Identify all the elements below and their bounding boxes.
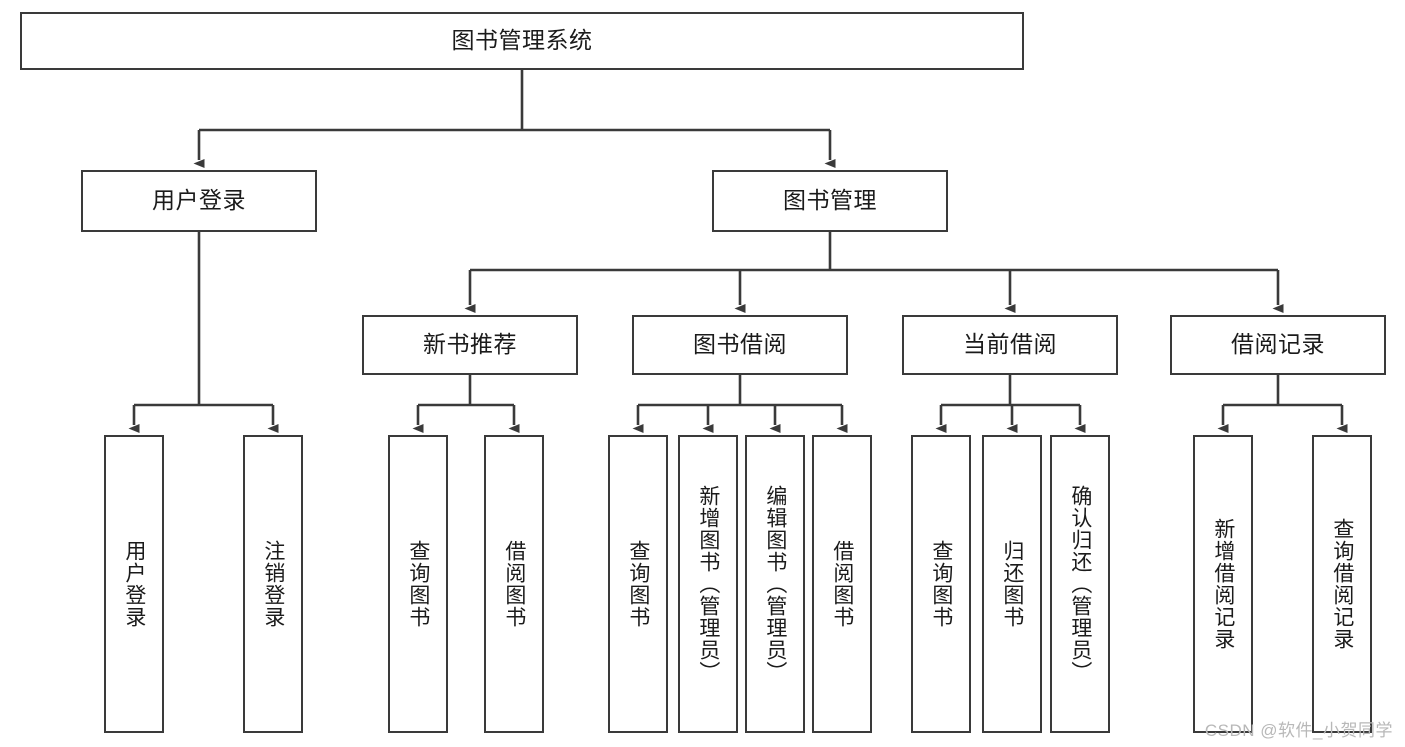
- node-leaf-return-books[interactable]: 归还图书: [982, 435, 1042, 733]
- node-label: 图书管理: [783, 187, 877, 214]
- node-label: 注销登录: [261, 540, 285, 628]
- node-label: 确认归还（管理员）: [1068, 485, 1092, 683]
- node-book-management[interactable]: 图书管理: [712, 170, 948, 232]
- node-user-login[interactable]: 用户登录: [81, 170, 317, 232]
- node-leaf-query-books-borrow[interactable]: 查询图书: [608, 435, 668, 733]
- node-label: 查询图书: [626, 540, 650, 628]
- node-leaf-edit-book-admin[interactable]: 编辑图书（管理员）: [745, 435, 805, 733]
- node-label: 查询图书: [929, 540, 953, 628]
- node-leaf-add-borrow-record[interactable]: 新增借阅记录: [1193, 435, 1253, 733]
- node-leaf-borrow-books[interactable]: 借阅图书: [812, 435, 872, 733]
- node-leaf-logout[interactable]: 注销登录: [243, 435, 303, 733]
- watermark: CSDN @软件_小贺同学: [1204, 721, 1393, 740]
- node-label: 借阅图书: [830, 540, 854, 628]
- node-book-borrowing[interactable]: 图书借阅: [632, 315, 848, 375]
- node-leaf-query-books-newbook[interactable]: 查询图书: [388, 435, 448, 733]
- node-borrow-records[interactable]: 借阅记录: [1170, 315, 1386, 375]
- node-leaf-borrow-books-newbook[interactable]: 借阅图书: [484, 435, 544, 733]
- node-label: 查询图书: [406, 540, 430, 628]
- node-current-borrowing[interactable]: 当前借阅: [902, 315, 1118, 375]
- node-leaf-add-book-admin[interactable]: 新增图书（管理员）: [678, 435, 738, 733]
- node-label: 图书管理系统: [451, 27, 593, 54]
- node-label: 借阅记录: [1231, 331, 1325, 358]
- node-leaf-user-login[interactable]: 用户登录: [104, 435, 164, 733]
- node-leaf-confirm-return-admin[interactable]: 确认归还（管理员）: [1050, 435, 1110, 733]
- node-new-book-recommendation[interactable]: 新书推荐: [362, 315, 578, 375]
- node-label: 当前借阅: [963, 331, 1057, 358]
- node-label: 查询借阅记录: [1330, 518, 1354, 650]
- node-label: 用户登录: [152, 187, 246, 214]
- node-book-management-system[interactable]: 图书管理系统: [20, 12, 1024, 70]
- node-label: 新增图书（管理员）: [696, 485, 720, 683]
- node-label: 图书借阅: [693, 331, 787, 358]
- node-leaf-query-books-current[interactable]: 查询图书: [911, 435, 971, 733]
- node-label: 新书推荐: [423, 331, 517, 358]
- node-label: 借阅图书: [502, 540, 526, 628]
- node-label: 用户登录: [122, 540, 146, 628]
- node-label: 编辑图书（管理员）: [763, 485, 787, 683]
- node-label: 归还图书: [1000, 540, 1024, 628]
- node-leaf-query-borrow-record[interactable]: 查询借阅记录: [1312, 435, 1372, 733]
- node-label: 新增借阅记录: [1211, 518, 1235, 650]
